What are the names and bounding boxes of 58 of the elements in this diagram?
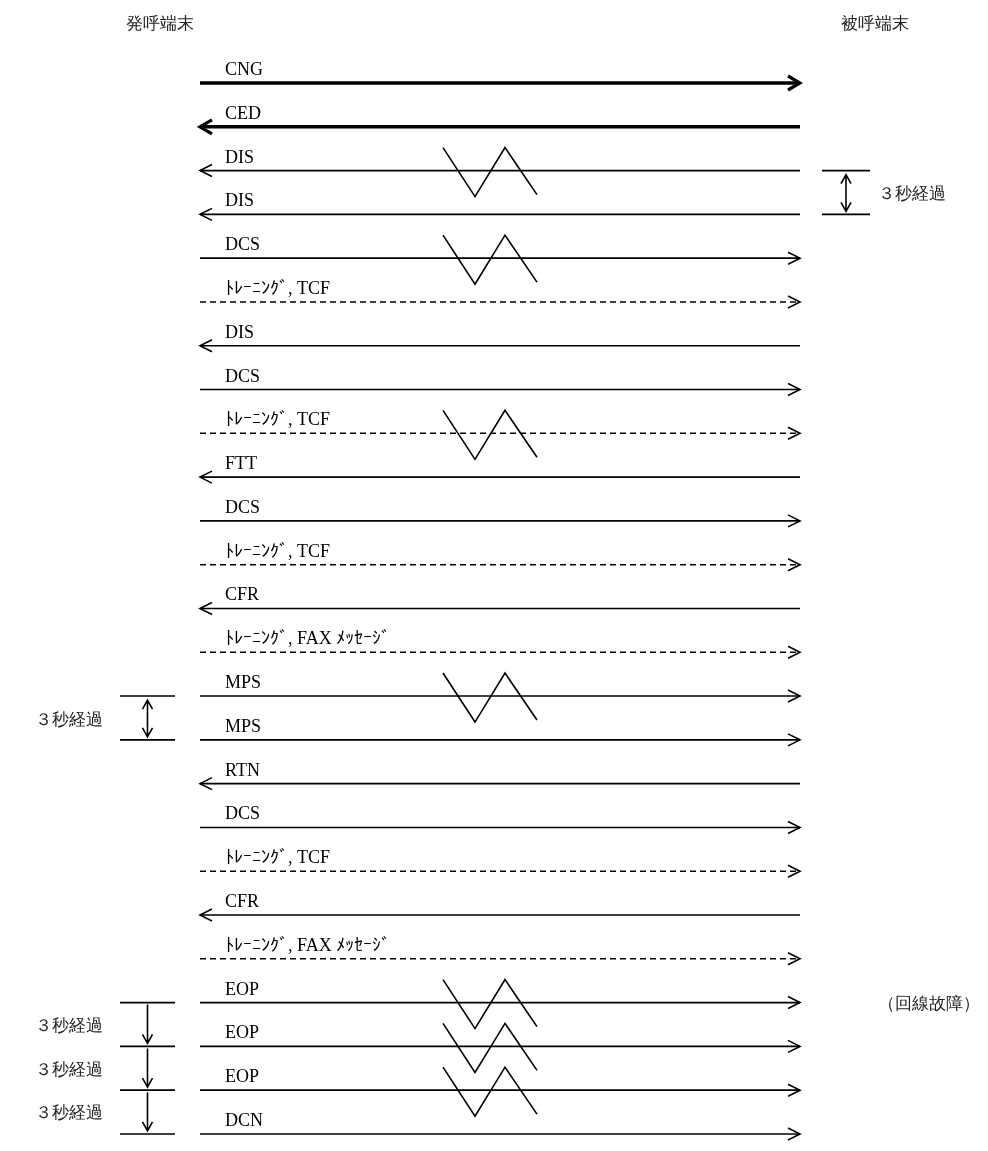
timer-label: ３秒経過 [878, 183, 946, 203]
edge-label: ﾄﾚｰﾆﾝｸﾞ, FAX ﾒｯｾｰｼﾞ [225, 934, 391, 955]
edge-label: DCS [225, 365, 260, 386]
message-arrow [199, 1083, 801, 1097]
message-arrow [199, 207, 801, 222]
message-arrow [200, 74, 802, 92]
timer-label: ３秒経過 [35, 1059, 103, 1079]
message-arrow [199, 514, 801, 528]
message-arrow [198, 118, 800, 136]
message-arrow [199, 1127, 801, 1141]
edge-label: DIS [225, 321, 254, 342]
message-arrow [199, 689, 801, 703]
message-arrow [199, 908, 801, 922]
edge-label: ﾄﾚｰﾆﾝｸﾞ, TCF [225, 847, 330, 868]
edge-label: CED [225, 102, 261, 123]
terminal-label: 発呼端末 [125, 12, 195, 35]
terminal-label: 被呼端末 [840, 12, 910, 35]
edge-label: MPS [225, 672, 262, 693]
edge-label: EOP [225, 1066, 259, 1087]
message-arrow [199, 952, 801, 966]
edge-label: EOP [225, 1022, 259, 1043]
message-arrow [199, 163, 801, 178]
timer-label: ３秒経過 [35, 1015, 103, 1035]
edge-label: DCS [225, 234, 260, 255]
message-arrow [199, 864, 801, 878]
edge-label: CFR [225, 891, 260, 911]
message-arrow [199, 601, 801, 616]
message-arrow [199, 995, 801, 1010]
edge-label: EOP [225, 978, 259, 999]
message-arrow [199, 1039, 801, 1054]
message-arrow [199, 733, 801, 747]
edge-label: ﾄﾚｰﾆﾝｸﾞ, TCF [225, 409, 330, 430]
edge-label: DCN [225, 1109, 263, 1130]
message-arrow [199, 382, 801, 397]
edge-label: FTT [225, 453, 257, 474]
message-arrow [199, 820, 801, 835]
edge-label: DCS [225, 803, 260, 824]
timer-label: ３秒経過 [35, 709, 103, 729]
edge-label: MPS [225, 715, 262, 736]
edge-label: DCS [225, 496, 260, 517]
edge-label: RTN [225, 759, 260, 780]
edge-label: ﾄﾚｰﾆﾝｸﾞ, TCF [225, 540, 330, 561]
edge-label: DIS [225, 146, 254, 167]
timer-label: ３秒経過 [35, 1102, 103, 1122]
edge-label: CFR [225, 584, 260, 605]
message-arrow [199, 426, 801, 441]
message-arrow [199, 470, 801, 484]
edge-label: CNG [225, 59, 263, 79]
message-arrow [199, 645, 801, 660]
edge-label: ﾄﾚｰﾆﾝｸﾞ, TCF [225, 277, 330, 298]
edge-label: ﾄﾚｰﾆﾝｸﾞ, FAX ﾒｯｾｰｼﾞ [225, 628, 391, 649]
message-arrow [199, 338, 801, 353]
message-arrow [199, 295, 801, 309]
message-arrow [199, 776, 801, 791]
edge-label: DIS [225, 190, 254, 211]
message-arrow [199, 557, 801, 572]
fault-note: （回線故障） [878, 993, 980, 1013]
message-arrow [199, 251, 801, 265]
